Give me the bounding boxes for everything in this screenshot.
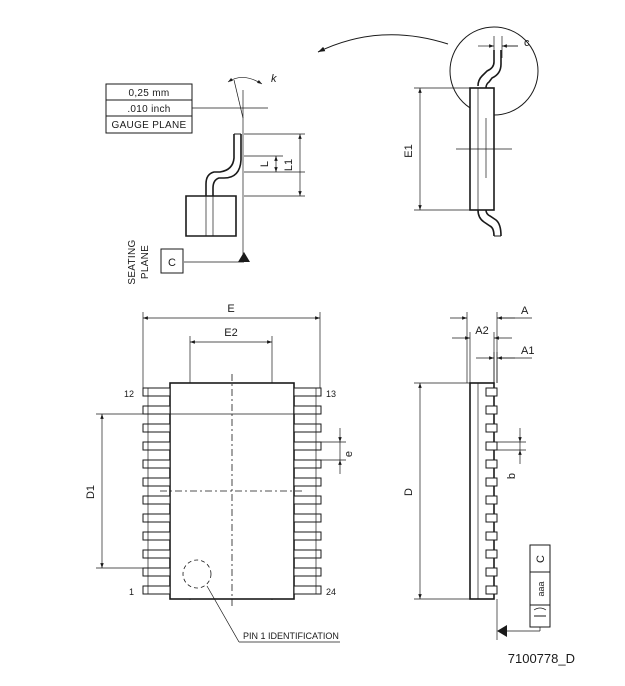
label-k: k bbox=[271, 73, 277, 85]
pin1-identification-label: PIN 1 IDENTIFICATION bbox=[243, 631, 339, 641]
label-E1: E1 bbox=[403, 144, 415, 157]
seating-plane-line1: SEATING bbox=[127, 239, 138, 284]
pin-pad bbox=[142, 585, 171, 595]
pin-pad bbox=[293, 441, 322, 451]
gauge-box-line1: 0,25 mm bbox=[128, 88, 169, 99]
pin-label-13: 13 bbox=[326, 389, 336, 399]
pin-pad bbox=[142, 405, 171, 415]
pin-pad bbox=[293, 477, 322, 487]
pin-pad bbox=[142, 423, 171, 433]
label-D: D bbox=[403, 488, 415, 496]
pin-label-1: 1 bbox=[129, 587, 134, 597]
label-E: E bbox=[227, 303, 234, 315]
gauge-box-line3: GAUGE PLANE bbox=[112, 120, 187, 131]
pin1-marker-circle bbox=[182, 559, 212, 589]
top-view: E E2 bbox=[85, 303, 355, 643]
pin-pad bbox=[293, 513, 322, 523]
label-L: L bbox=[259, 161, 271, 167]
side-view-d: A A2 A1 bbox=[403, 305, 551, 640]
detail-arrow bbox=[317, 34, 449, 53]
pin-pad bbox=[293, 495, 322, 505]
pin-pad bbox=[142, 459, 171, 469]
label-A2: A2 bbox=[475, 325, 488, 337]
pin-pad bbox=[293, 531, 322, 541]
pin-pad bbox=[293, 423, 322, 433]
pin-pad bbox=[142, 441, 171, 451]
pin-pad bbox=[142, 567, 171, 577]
package-body-profile bbox=[469, 382, 495, 600]
label-e: e bbox=[343, 451, 355, 457]
datum-c-label-2: C bbox=[535, 555, 547, 563]
left-pins bbox=[142, 387, 171, 595]
label-A: A bbox=[521, 305, 529, 317]
pin-pad bbox=[293, 405, 322, 415]
lead-profile bbox=[205, 134, 235, 196]
side-view-e1: c E1 bbox=[317, 26, 539, 237]
seating-plane-line2: PLANE bbox=[140, 245, 151, 279]
pin-pad bbox=[293, 567, 322, 577]
pin-pad bbox=[293, 585, 322, 595]
drawing-code: 7100778_D bbox=[508, 651, 575, 666]
pin-pad bbox=[142, 531, 171, 541]
pin-pad bbox=[142, 387, 171, 397]
label-c: c bbox=[524, 37, 530, 49]
lead-stubs bbox=[485, 387, 498, 595]
gauge-box-line2: .010 inch bbox=[127, 104, 170, 115]
pin-pad bbox=[142, 549, 171, 559]
label-D1: D1 bbox=[85, 485, 97, 499]
pin-label-24: 24 bbox=[326, 587, 336, 597]
pin-pad bbox=[142, 495, 171, 505]
datum-c-label: C bbox=[168, 257, 176, 269]
label-b: b bbox=[506, 473, 518, 479]
label-aaa: aaa bbox=[536, 581, 546, 596]
pin-pad bbox=[142, 477, 171, 487]
flatness-symbol-icon bbox=[533, 607, 547, 617]
pin-label-12: 12 bbox=[124, 389, 134, 399]
pin-pad bbox=[293, 459, 322, 469]
pin-pad bbox=[293, 387, 322, 397]
label-E2: E2 bbox=[224, 327, 237, 339]
gauge-plane-detail: 0,25 mm .010 inch GAUGE PLANE k L L1 C bbox=[105, 73, 305, 285]
datum-c-box bbox=[160, 248, 184, 274]
label-L1: L1 bbox=[283, 159, 295, 171]
pin-pad bbox=[293, 549, 322, 559]
package-body-side bbox=[185, 195, 237, 237]
right-pins bbox=[293, 387, 322, 595]
gauge-box bbox=[105, 83, 193, 134]
pin-pad bbox=[142, 513, 171, 523]
label-A1: A1 bbox=[521, 345, 534, 357]
